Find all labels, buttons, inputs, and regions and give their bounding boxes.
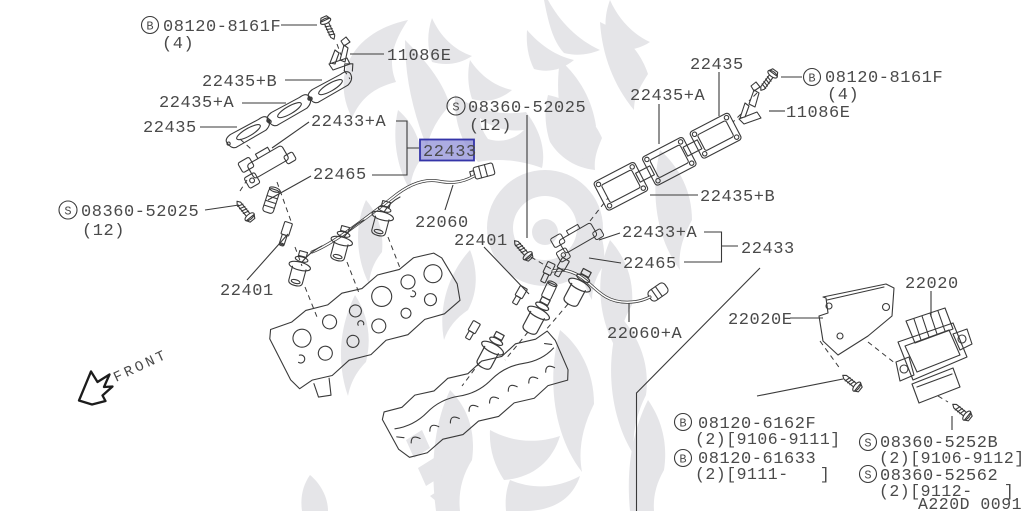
svg-text:22401: 22401	[454, 232, 508, 251]
svg-text:(12): (12)	[82, 222, 125, 241]
svg-text:(2)[9106-9112]: (2)[9106-9112]	[879, 449, 1024, 468]
svg-text:22060: 22060	[415, 214, 469, 233]
svg-text:22435+A: 22435+A	[159, 94, 235, 113]
svg-text:S: S	[864, 437, 871, 451]
svg-text:(4): (4)	[162, 35, 194, 54]
svg-text:B: B	[679, 417, 686, 431]
svg-text:08360-52025: 08360-52025	[468, 99, 586, 118]
svg-text:FRONT: FRONT	[111, 347, 171, 386]
svg-text:22433+A: 22433+A	[311, 113, 387, 132]
svg-text:A220D 0091: A220D 0091	[918, 495, 1022, 511]
svg-text:22433: 22433	[423, 143, 477, 162]
svg-text:08120-6162F: 08120-6162F	[698, 415, 816, 434]
svg-text:08120-8161F: 08120-8161F	[163, 18, 281, 37]
svg-text:11086E: 11086E	[786, 104, 851, 123]
svg-text:22435: 22435	[143, 119, 197, 138]
svg-text:08360-52562: 08360-52562	[880, 467, 998, 486]
svg-text:22435+A: 22435+A	[630, 87, 706, 106]
svg-text:22433+A: 22433+A	[622, 224, 698, 243]
svg-text:B: B	[679, 453, 686, 467]
svg-text:S: S	[864, 469, 871, 483]
svg-text:(2)[9106-9111]: (2)[9106-9111]	[695, 430, 841, 449]
svg-text:08360-52025: 08360-52025	[81, 203, 199, 222]
svg-text:(2)[9112- ]: (2)[9112- ]	[879, 482, 1014, 501]
svg-text:B: B	[146, 20, 153, 34]
svg-text:S: S	[452, 101, 459, 115]
svg-text:(12): (12)	[469, 117, 512, 136]
svg-text:(4): (4)	[827, 86, 859, 105]
svg-text:22433: 22433	[741, 240, 795, 259]
svg-text:(2)[9111- ]: (2)[9111- ]	[695, 465, 830, 484]
svg-text:22435: 22435	[690, 56, 744, 75]
svg-text:22401: 22401	[220, 282, 274, 301]
svg-text:08120-61633: 08120-61633	[698, 450, 816, 469]
svg-text:22435+B: 22435+B	[202, 73, 277, 92]
svg-text:22060+A: 22060+A	[607, 325, 683, 344]
svg-text:11086E: 11086E	[387, 47, 452, 66]
svg-text:22435+B: 22435+B	[700, 188, 775, 207]
svg-text:22465: 22465	[313, 166, 367, 185]
svg-text:22465: 22465	[623, 255, 677, 274]
svg-text:08120-8161F: 08120-8161F	[825, 69, 943, 88]
svg-text:08360-5252B: 08360-5252B	[880, 434, 998, 453]
svg-text:22020: 22020	[905, 275, 959, 294]
svg-text:S: S	[64, 205, 71, 219]
svg-text:B: B	[808, 72, 815, 86]
svg-text:22020E: 22020E	[728, 311, 793, 330]
